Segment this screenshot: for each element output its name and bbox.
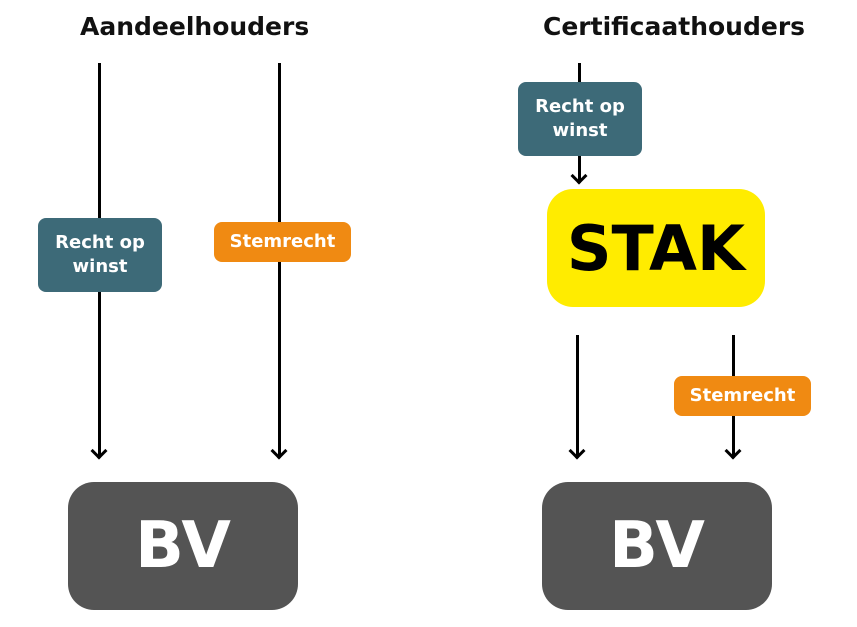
right-profit-arrow-line — [576, 335, 579, 456]
left-bv-label: BV — [135, 509, 231, 583]
left-profit-tag-line2: winst — [72, 256, 128, 277]
left-title: Aandeelhouders — [80, 12, 310, 41]
left-vote-arrowhead — [270, 442, 288, 460]
right-vote-arrowhead — [724, 442, 742, 460]
right-profit-tag: Recht op winst — [518, 82, 642, 156]
right-top-arrowhead — [570, 167, 588, 185]
right-bv-box: BV — [542, 482, 772, 610]
stak-box: STAK — [547, 189, 765, 307]
stak-label: STAK — [566, 211, 746, 285]
right-vote-tag: Stemrecht — [674, 376, 811, 416]
left-profit-tag-line1: Recht op — [55, 232, 145, 253]
right-bv-label: BV — [609, 509, 705, 583]
right-title: Certificaathouders — [543, 12, 806, 41]
left-profit-arrowhead — [90, 442, 108, 460]
right-profit-tag-line1: Recht op — [535, 96, 625, 117]
right-profit-tag-line2: winst — [552, 120, 608, 141]
right-profit-arrowhead — [568, 442, 586, 460]
left-bv-box: BV — [68, 482, 298, 610]
left-vote-tag: Stemrecht — [214, 222, 351, 262]
left-profit-tag: Recht op winst — [38, 218, 162, 292]
